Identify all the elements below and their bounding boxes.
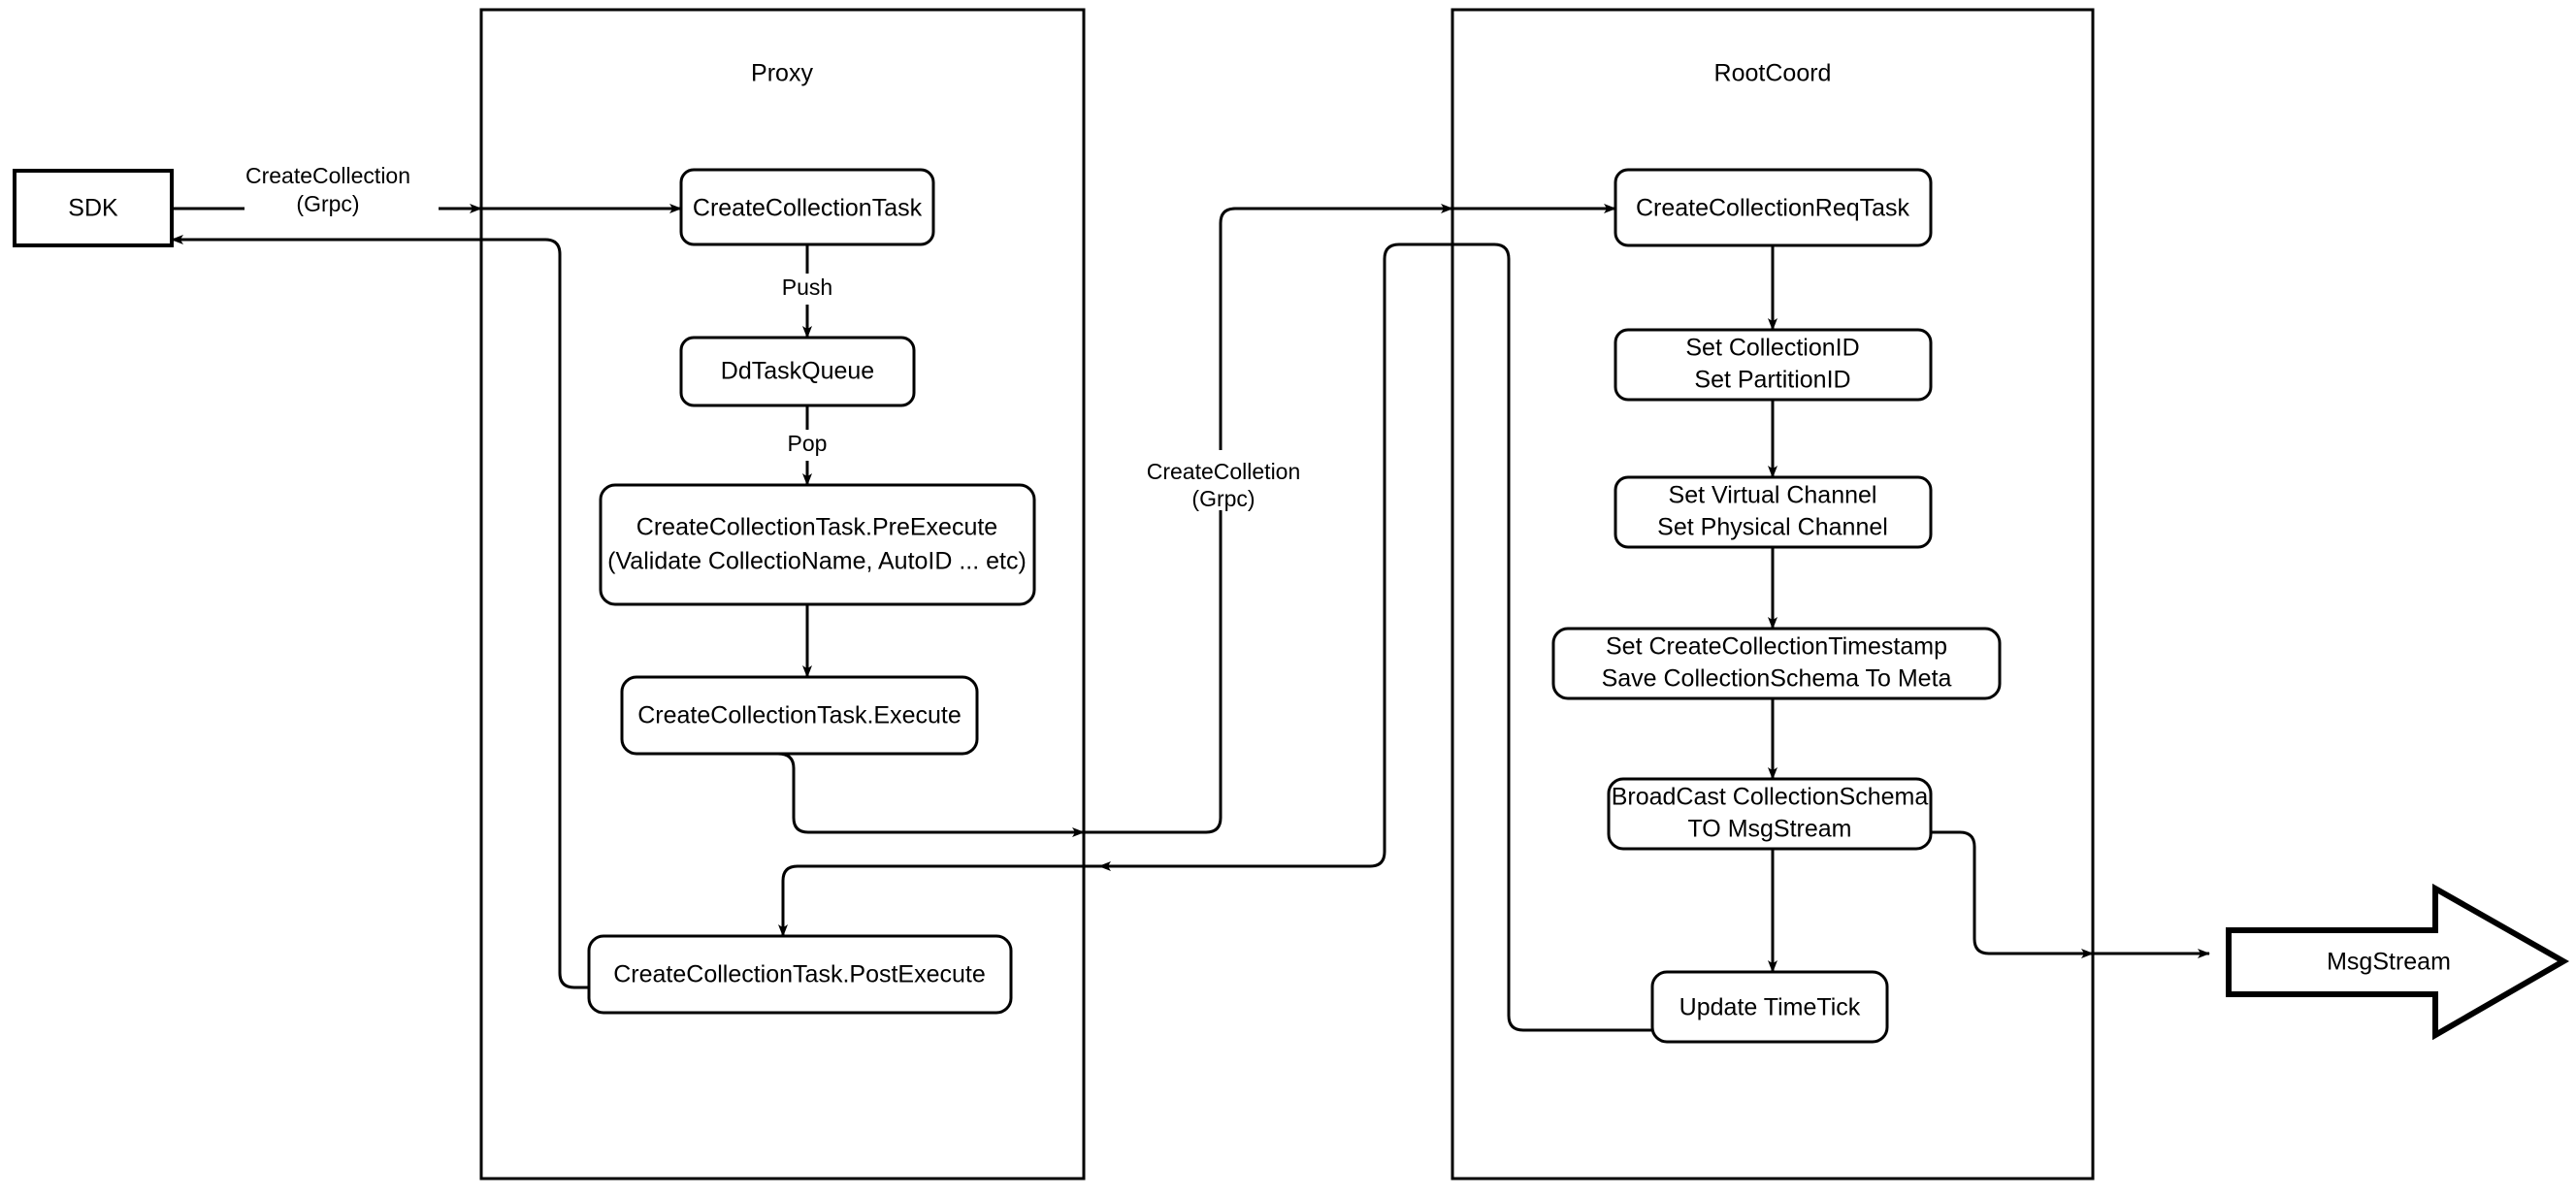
node-broadcast[interactable]: BroadCast CollectionSchema TO MsgStream: [1607, 777, 1933, 851]
node-execute[interactable]: CreateCollectionTask.Execute: [620, 675, 979, 756]
node-update-timetick-label: Update TimeTick: [1679, 994, 1861, 1021]
node-set-timestamp-line2: Save CollectionSchema To Meta: [1602, 665, 1952, 693]
edge-label-proxy-to-rootcoord-line2: (Grpc): [1191, 486, 1255, 511]
edge-label-push-text: Push: [782, 275, 832, 300]
edge-label-proxy-to-rootcoord-line1: CreateColletion: [1147, 459, 1301, 484]
node-create-collection-task-label: CreateCollectionTask: [693, 195, 923, 222]
node-pre-execute[interactable]: CreateCollectionTask.PreExecute (Validat…: [599, 483, 1036, 606]
edge-label-push: Push: [765, 274, 850, 305]
node-sdk-label: SDK: [68, 195, 118, 222]
node-msgstream[interactable]: MsgStream: [2226, 883, 2570, 1041]
node-dd-task-queue-label: DdTaskQueue: [721, 358, 874, 385]
node-set-channels[interactable]: Set Virtual Channel Set Physical Channel: [1614, 475, 1933, 549]
node-pre-execute-line2: (Validate CollectioName, AutoID ... etc): [607, 548, 1027, 575]
node-set-ids[interactable]: Set CollectionID Set PartitionID: [1614, 328, 1933, 402]
edge-label-sdk-to-proxy-line2: (Grpc): [296, 191, 359, 216]
edge-broadcast-to-msgstream-boundary: [1931, 830, 2094, 958]
node-broadcast-line2: TO MsgStream: [1687, 816, 1851, 843]
node-create-collection-req-task[interactable]: CreateCollectionReqTask: [1614, 168, 1933, 247]
node-create-collection-task[interactable]: CreateCollectionTask: [679, 168, 935, 246]
edge-proxy-to-rootcoord-request: [1084, 204, 1453, 834]
edge-post-execute-to-sdk: [171, 235, 589, 989]
edge-response-to-post-execute: [778, 864, 1099, 937]
node-set-timestamp[interactable]: Set CreateCollectionTimestamp Save Colle…: [1551, 627, 2002, 700]
edge-update-timetick-to-response: [1452, 243, 1652, 1032]
node-create-collection-req-task-label: CreateCollectionReqTask: [1636, 195, 1910, 222]
edge-label-pop: Pop: [772, 430, 842, 461]
node-post-execute[interactable]: CreateCollectionTask.PostExecute: [587, 934, 1013, 1015]
node-pre-execute-line1: CreateCollectionTask.PreExecute: [636, 514, 997, 541]
node-set-timestamp-line1: Set CreateCollectionTimestamp: [1606, 633, 1947, 661]
node-sdk[interactable]: SDK: [13, 169, 174, 247]
node-post-execute-label: CreateCollectionTask.PostExecute: [613, 961, 986, 988]
node-msgstream-label: MsgStream: [2327, 949, 2451, 976]
node-broadcast-line1: BroadCast CollectionSchema: [1612, 784, 1929, 811]
node-set-channels-line1: Set Virtual Channel: [1669, 482, 1877, 509]
node-set-ids-line2: Set PartitionID: [1694, 367, 1850, 394]
node-dd-task-queue[interactable]: DdTaskQueue: [679, 336, 916, 407]
container-proxy-title: Proxy: [751, 60, 813, 87]
container-rootcoord-title: RootCoord: [1714, 60, 1832, 87]
edge-label-pop-text: Pop: [788, 431, 828, 456]
edge-rootcoord-response-to-proxy: [1098, 243, 1452, 871]
edge-label-sdk-to-proxy-line1: CreateCollection: [245, 163, 410, 188]
node-set-channels-line2: Set Physical Channel: [1657, 514, 1888, 541]
edge-label-proxy-to-rootcoord: CreateColletion (Grpc): [1133, 450, 1314, 511]
node-update-timetick[interactable]: Update TimeTick: [1650, 970, 1889, 1044]
node-set-ids-line1: Set CollectionID: [1685, 335, 1859, 362]
node-execute-label: CreateCollectionTask.Execute: [637, 702, 962, 729]
edge-label-sdk-to-proxy: CreateCollection (Grpc): [245, 163, 439, 221]
